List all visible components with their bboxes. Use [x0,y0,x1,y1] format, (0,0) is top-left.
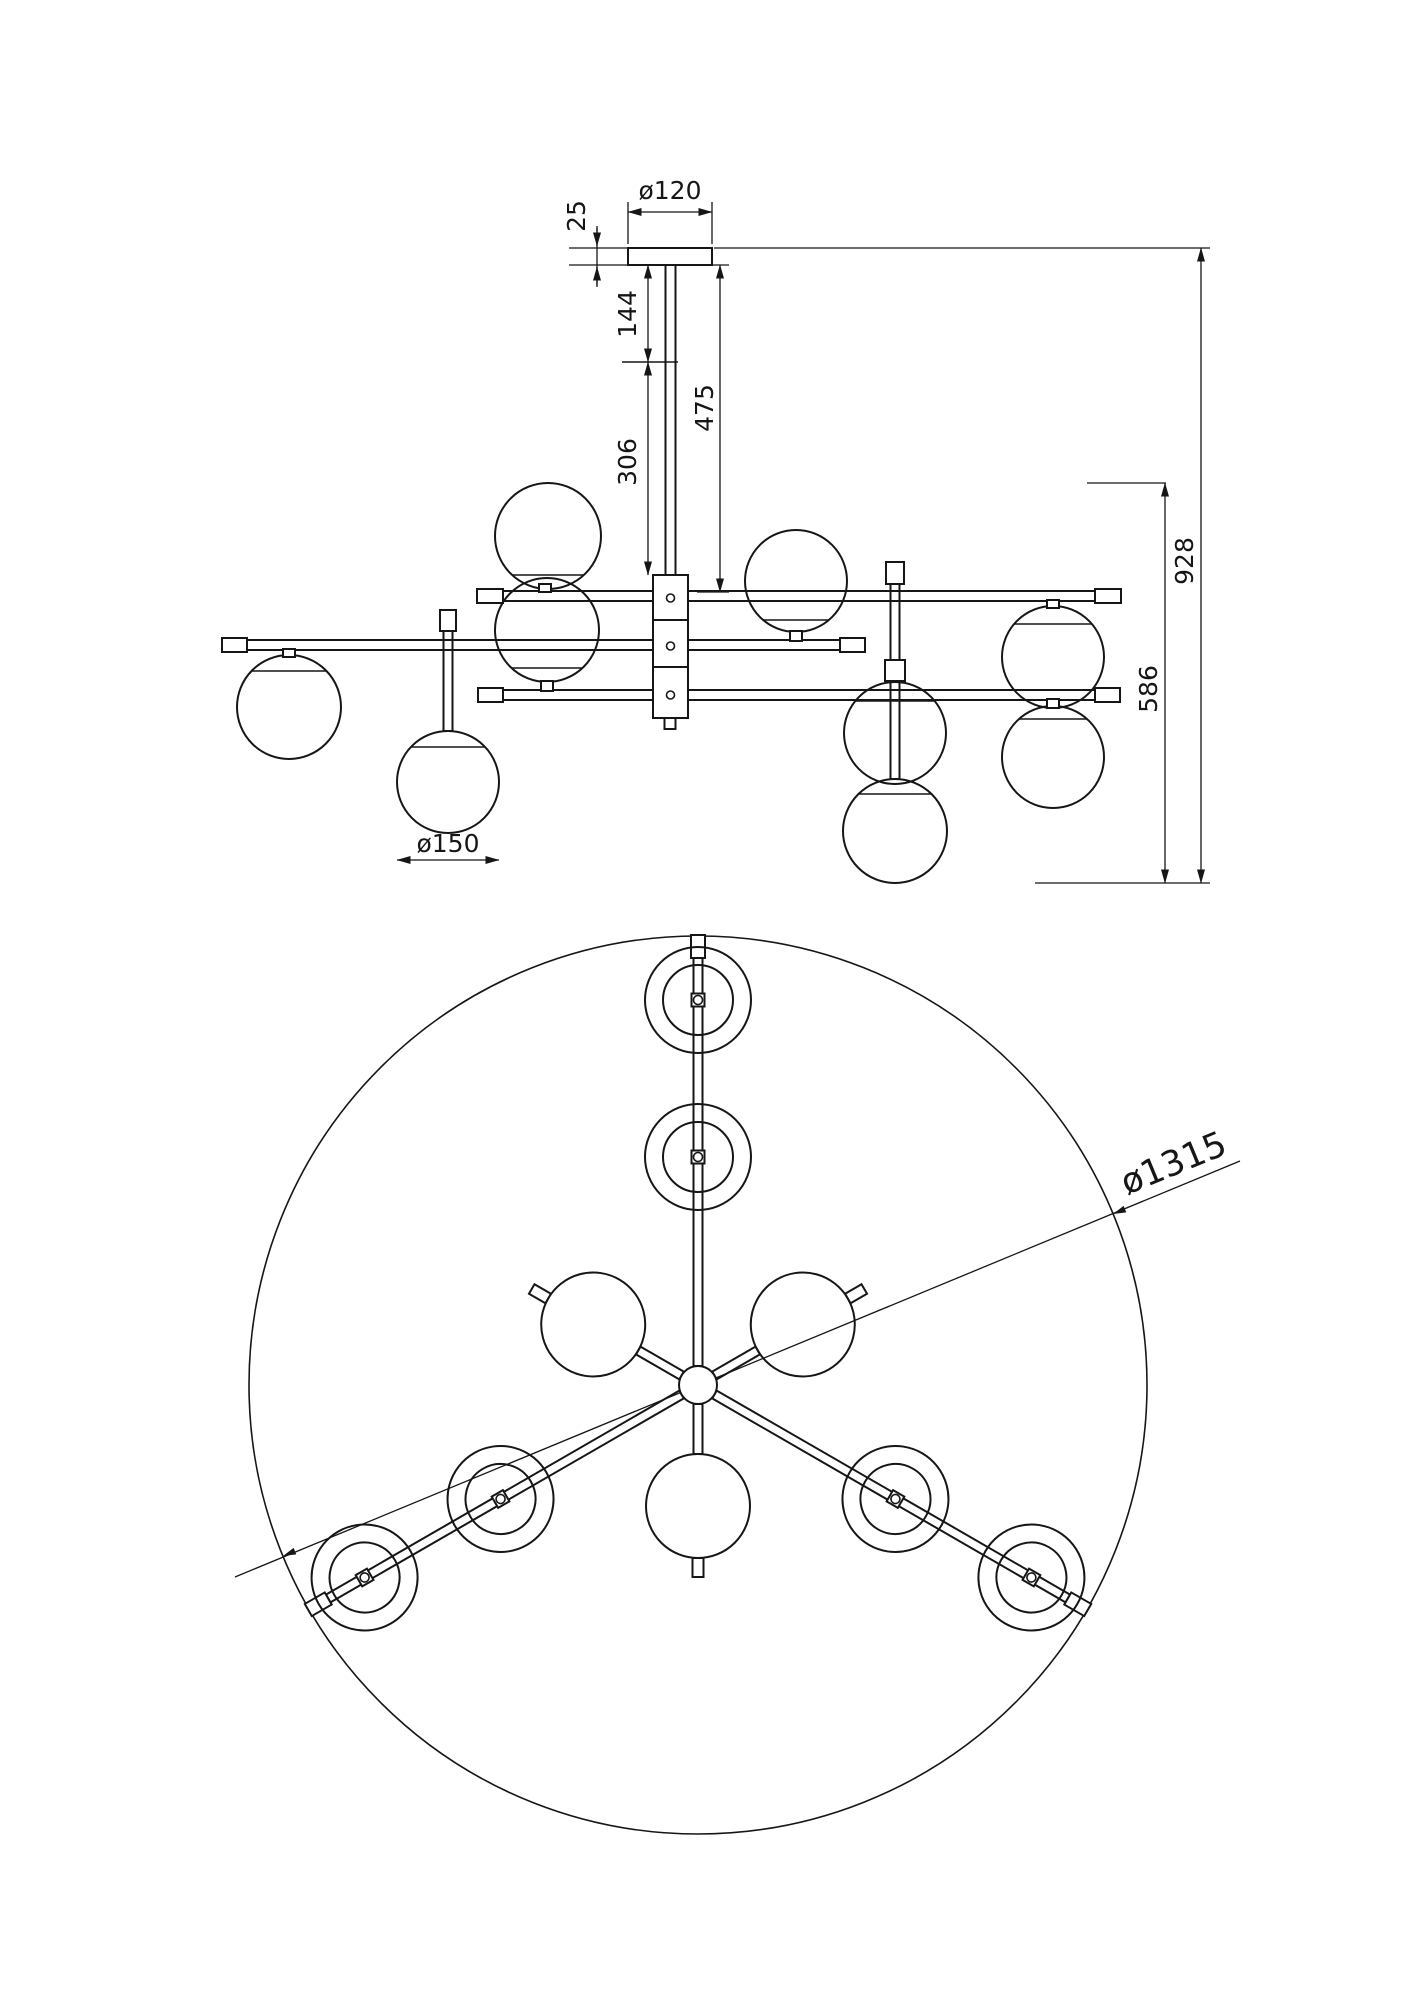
plan-globe-bottom [645,1403,751,1578]
dim-label-globe-diameter: ø150 [416,829,479,858]
arm-bar-middle [221,637,866,653]
hanging-pin-right [884,561,906,780]
plan-globe-upper-left [527,1271,686,1381]
plan-ring-globe [644,1103,752,1211]
dim-label-canopy-height: 25 [562,200,591,232]
globe [396,730,500,834]
plan-ring-globe [427,1425,574,1573]
dim-rod-overall: 475 [690,264,729,593]
plan-ring-globe [958,1504,1105,1651]
arm-end-cap [1094,687,1121,703]
dim-rod-upper: 144 [613,264,652,363]
plan-ring-globe [291,1504,438,1651]
hanging-pin-left [439,609,457,732]
dim-label-overall-height: 928 [1170,537,1199,585]
arm-end-cap [839,637,866,653]
arm-end-cap [477,687,504,703]
dim-label-rod-upper: 144 [613,290,642,338]
dim-label-rod-lower: 306 [613,438,642,486]
side-view: ø120 25 144 306 475 928 [221,176,1210,884]
globe [236,654,342,760]
globe-pin-stub [527,1282,553,1305]
globe-pin-stub [843,1282,869,1305]
ceiling-canopy [627,247,713,266]
dim-label-overall-diameter: ø1315 [1115,1124,1232,1203]
arm-end-cap [1094,588,1122,604]
globe-pin-stub [691,1557,705,1578]
globe [494,577,600,683]
arm-end-cap [221,637,248,653]
globe [843,681,947,785]
hub-hole [665,690,676,700]
dim-canopy-diameter: ø120 [627,176,713,244]
dim-rod-lower: 306 [613,361,652,576]
plan-ring-globe [822,1425,969,1573]
arm-end-cap [476,588,504,604]
globe [1001,705,1105,809]
dim-canopy-height: 25 [562,200,630,287]
plan-arm-top [644,934,752,1367]
dim-globe-diameter: ø150 [396,829,500,864]
globe [744,529,848,633]
central-hub [652,574,689,730]
globe [842,778,948,884]
dim-overall-height: 928 [714,247,1210,884]
plan-arm-lower-left [291,1389,686,1651]
hub-bottom-tab [663,717,677,730]
plan-view: ø1315 [234,934,1241,1835]
plan-arm-lower-right [710,1389,1105,1651]
dim-label-rod-overall: 475 [690,384,719,432]
hub-hole [665,641,676,651]
dim-body-height: 586 [1087,482,1169,884]
globe-stems [282,583,1060,709]
plan-globe-upper-right [710,1271,869,1381]
globe [1001,605,1105,709]
globe [494,482,602,590]
arm-bar-lower [477,687,1121,703]
plan-ring-globe [644,946,752,1054]
dim-label-body-height: 586 [1134,665,1163,713]
dim-label-canopy-diameter: ø120 [638,176,701,205]
hub-hole [665,593,676,603]
plan-central-hub [678,1365,718,1405]
arm-bar-upper [476,588,1122,604]
